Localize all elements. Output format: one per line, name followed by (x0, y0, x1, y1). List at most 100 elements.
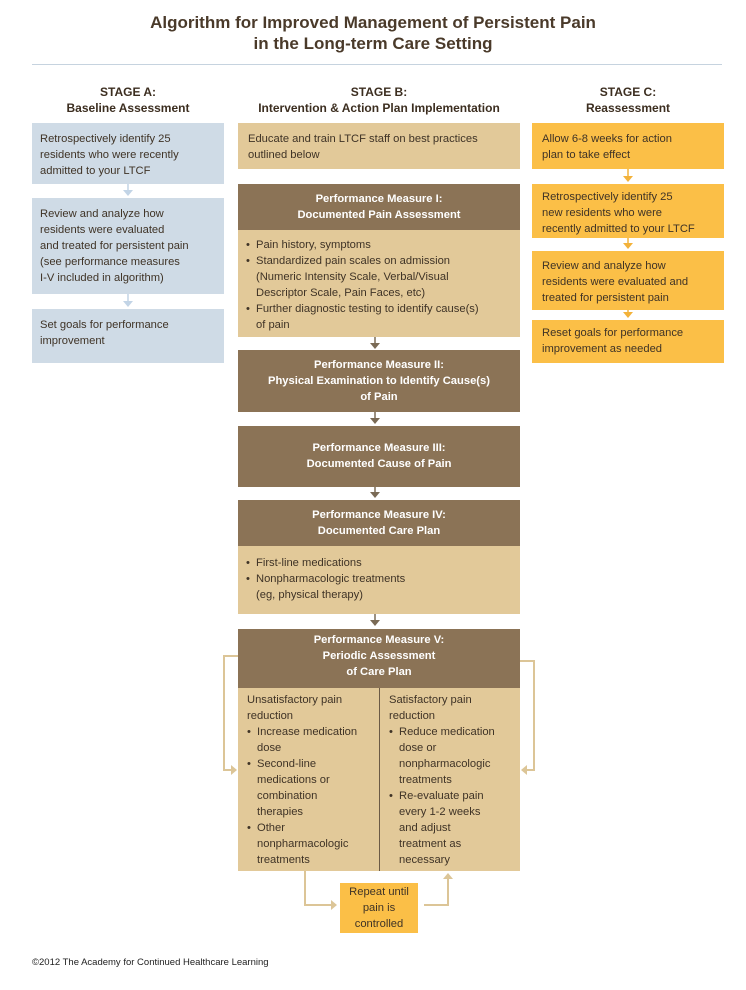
bullet-line: treatments (257, 854, 310, 866)
bullet-line: Pain history, symptoms (256, 239, 371, 251)
stage-c-name: Reassessment (585, 101, 671, 115)
bullet-line: Other (257, 822, 285, 834)
box-text-line: residents were evaluated and (542, 276, 689, 288)
bullet-line: treatment as (399, 838, 462, 850)
column-divider (379, 688, 380, 871)
pm-title-line: Periodic Assessment (322, 650, 436, 662)
box-text-line: plan to take effect (542, 149, 631, 161)
repeat-until-controlled-box: Repeat until pain is controlled (340, 883, 418, 933)
title-line-1: Algorithm for Improved Management of Per… (150, 13, 596, 32)
performance-measure-4-header: Performance Measure IV: Documented Care … (238, 500, 520, 546)
bullet-line: dose (257, 742, 282, 754)
stage-c-review-box: Review and analyze how residents were ev… (532, 251, 724, 310)
stage-b-arrows (370, 337, 380, 626)
box-text-line: I-V included in algorithm) (40, 272, 164, 284)
satisfactory-bullet: Re-evaluate pain every 1-2 weeks and adj… (389, 788, 517, 868)
bullet-line: and adjust (399, 822, 451, 834)
stage-c-allow-box: Allow 6-8 weeks for action plan to take … (532, 123, 724, 169)
stage-b-label: STAGE B: (350, 85, 408, 99)
bullet-line: medications or (257, 774, 330, 786)
performance-measure-4-body: First-line medications Nonpharmacologic … (238, 546, 520, 614)
stage-c-label: STAGE C: (599, 85, 657, 99)
bullet-line: dose or (399, 742, 437, 754)
bullet-line: Second-line (257, 758, 317, 770)
pm-title-line: Performance Measure IV: (312, 509, 446, 521)
box-text-line: residents who were recently (40, 149, 179, 161)
performance-measure-1-body: Pain history, symptoms Standardized pain… (238, 230, 520, 337)
box-text-line: Retrospectively identify 25 (542, 191, 673, 203)
column-heading-line: reduction (389, 710, 436, 722)
box-text-line: Reset goals for performance (542, 327, 684, 339)
stage-b-name: Intervention & Action Plan Implementatio… (258, 101, 500, 115)
unsatisfactory-bullet: Increase medication dose (247, 724, 377, 756)
performance-measure-3-box: Performance Measure III: Documented Caus… (238, 426, 520, 487)
stage-a-identify-box: Retrospectively identify 25 residents wh… (32, 123, 224, 184)
box-text-line: and treated for persistent pain (40, 240, 189, 252)
bullet-line: Increase medication (257, 726, 358, 738)
column-heading-line: Satisfactory pain (389, 694, 472, 706)
bullet-line: of pain (256, 319, 290, 331)
pm-title-line: of Care Plan (346, 666, 412, 678)
box-text-line: Review and analyze how (542, 260, 666, 272)
pm-title-line: Performance Measure III: (312, 442, 446, 454)
loop-arrows (223, 655, 535, 906)
stage-b-educate-box: Educate and train LTCF staff on best pra… (238, 123, 520, 169)
bullet-line: Re-evaluate pain (399, 790, 484, 802)
box-text-line: pain is (362, 902, 396, 914)
copyright-footer: ©2012 The Academy for Continued Healthca… (32, 957, 269, 968)
pm1-bullet: Standardized pain scales on admission (N… (246, 253, 512, 301)
box-text-line: Set goals for performance (40, 319, 169, 331)
pm-title-line: Documented Cause of Pain (306, 458, 452, 470)
box-text-line: admitted to your LTCF (40, 165, 151, 177)
bullet-line: Standardized pain scales on admission (256, 255, 451, 267)
pm-title-line: of Pain (360, 391, 398, 403)
unsatisfactory-column: Unsatisfactory pain reduction Increase m… (247, 692, 377, 868)
satisfactory-bullet: Reduce medication dose or nonpharmacolog… (389, 724, 517, 788)
stage-a-header: STAGE A: Baseline Assessment (32, 84, 224, 116)
loop-arrowheads (231, 765, 527, 910)
stage-c-reset-box: Reset goals for performance improvement … (532, 320, 724, 363)
bullet-line: combination (257, 790, 318, 802)
pm-title-line: Performance Measure II: (314, 359, 444, 371)
performance-measure-2-box: Performance Measure II: Physical Examina… (238, 350, 520, 412)
stage-a-label: STAGE A: (100, 85, 156, 99)
pm-title-line: Documented Care Plan (317, 525, 441, 537)
box-text-line: improvement as needed (542, 343, 663, 355)
unsatisfactory-bullet: Other nonpharmacologic treatments (247, 820, 377, 868)
box-text-line: Repeat until (349, 886, 409, 898)
bullet-line: every 1-2 weeks (399, 806, 481, 818)
bullet-line: Reduce medication (399, 726, 495, 738)
pm-title-line: Performance Measure I: (315, 193, 443, 205)
stage-a-arrows (123, 184, 133, 307)
unsatisfactory-bullet: Second-line medications or combination t… (247, 756, 377, 820)
pm1-bullet: Pain history, symptoms (246, 237, 512, 253)
box-text-line: recently admitted to your LTCF (542, 223, 695, 235)
bullet-line: Further diagnostic testing to identify c… (256, 303, 479, 315)
stage-c-arrows (623, 169, 633, 318)
box-text-line: outlined below (248, 149, 320, 161)
column-heading-line: Unsatisfactory pain (247, 694, 343, 706)
bullet-line: Descriptor Scale, Pain Faces, etc) (256, 287, 426, 299)
diagram-title: Algorithm for Improved Management of Per… (0, 12, 746, 54)
bullet-line: therapies (257, 806, 304, 818)
pm4-bullet: First-line medications (246, 555, 512, 571)
stage-c-header: STAGE C: Reassessment (532, 84, 724, 116)
performance-measure-5-header: Performance Measure V: Periodic Assessme… (238, 629, 520, 688)
bullet-line: First-line medications (256, 557, 362, 569)
bullet-line: Nonpharmacologic treatments (256, 573, 406, 585)
box-text-line: treated for persistent pain (542, 292, 669, 304)
title-line-2: in the Long-term Care Setting (253, 34, 493, 53)
bullet-line: (eg, physical therapy) (256, 589, 363, 601)
box-text-line: Educate and train LTCF staff on best pra… (248, 133, 478, 145)
bullet-line: nonpharmacologic (257, 838, 349, 850)
performance-measure-5-body: Unsatisfactory pain reduction Increase m… (238, 688, 520, 871)
pm4-bullet: Nonpharmacologic treatments (eg, physica… (246, 571, 512, 603)
box-text-line: improvement (40, 335, 105, 347)
box-text-line: controlled (354, 918, 404, 930)
stage-a-goals-box: Set goals for performance improvement (32, 309, 224, 363)
bullet-line: nonpharmacologic (399, 758, 491, 770)
stage-a-review-box: Review and analyze how residents were ev… (32, 198, 224, 294)
pm-title-line: Physical Examination to Identify Cause(s… (268, 375, 490, 387)
column-heading-line: reduction (247, 710, 294, 722)
